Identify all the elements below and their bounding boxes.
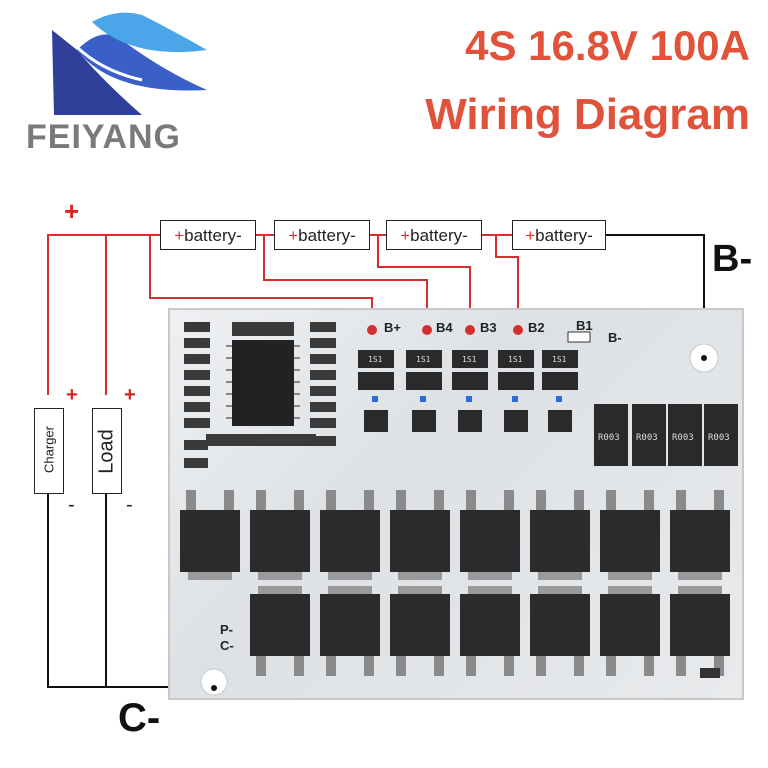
svg-text:1S1: 1S1: [416, 355, 431, 364]
brand-name: FEIYANG: [26, 118, 182, 156]
logo-wave-icon: [52, 12, 207, 115]
battery-3: +battery-: [386, 220, 482, 250]
lead-b2: [495, 235, 519, 322]
battery-1: +battery-: [160, 220, 256, 250]
charger-label: Charger: [41, 426, 57, 473]
pad-pminus-label: P-: [220, 622, 233, 637]
charger-plus-sign: +: [66, 384, 78, 406]
charger-minus-sign: -: [68, 494, 75, 516]
load-label: Load: [95, 429, 118, 474]
battery-3-plus: +: [400, 226, 411, 245]
lead-b3: [377, 235, 471, 322]
svg-text:R003: R003: [708, 433, 730, 443]
svg-text:R003: R003: [598, 433, 620, 443]
svg-text:R003: R003: [636, 433, 658, 443]
plus-wire: [47, 234, 160, 395]
svg-text:1S1: 1S1: [368, 355, 383, 364]
pad-b3-label: B3: [480, 320, 497, 335]
battery-1-plus: +: [174, 226, 185, 245]
board-components: 1S1 1S1 1S1 1S1 1S1 R003 R003 R003 R003: [180, 322, 738, 696]
battery-4: +battery-: [512, 220, 606, 250]
battery-2-label: battery-: [298, 226, 356, 245]
svg-text:1S1: 1S1: [508, 355, 523, 364]
battery-2-plus: +: [288, 226, 299, 245]
load-plus-sign: +: [124, 384, 136, 406]
load-device: Load: [92, 408, 122, 494]
b-minus-terminal-label: B-: [712, 238, 753, 280]
pad-bplus-label: B+: [384, 320, 401, 335]
battery-4-plus: +: [525, 226, 536, 245]
charger-device: Charger: [34, 408, 64, 494]
title-line-2: Wiring Diagram: [425, 90, 750, 139]
pad-cminus-label: C-: [220, 638, 234, 653]
svg-text:1S1: 1S1: [462, 355, 477, 364]
lead-b4: [263, 235, 428, 322]
battery-2: +battery-: [274, 220, 370, 250]
battery-3-label: battery-: [410, 226, 468, 245]
pad-b2-label: B2: [528, 320, 545, 335]
svg-text:R003: R003: [672, 433, 694, 443]
title-line-1: 4S 16.8V 100A: [465, 22, 750, 69]
bms-board: 1S1 1S1 1S1 1S1 1S1 R003 R003 R003 R003: [168, 308, 744, 700]
battery-1-label: battery-: [184, 226, 242, 245]
pad-b1-label: B1: [576, 318, 593, 333]
top-plus-sign: +: [64, 196, 80, 226]
battery-4-label: battery-: [535, 226, 593, 245]
brand-logo: [22, 10, 212, 160]
svg-text:1S1: 1S1: [552, 355, 567, 364]
c-minus-terminal-label: C-: [118, 696, 161, 740]
pad-b4-label: B4: [436, 320, 453, 335]
cminus-wire: [47, 490, 212, 688]
load-minus-sign: -: [126, 494, 133, 516]
pad-bminus-label: B-: [608, 330, 622, 345]
